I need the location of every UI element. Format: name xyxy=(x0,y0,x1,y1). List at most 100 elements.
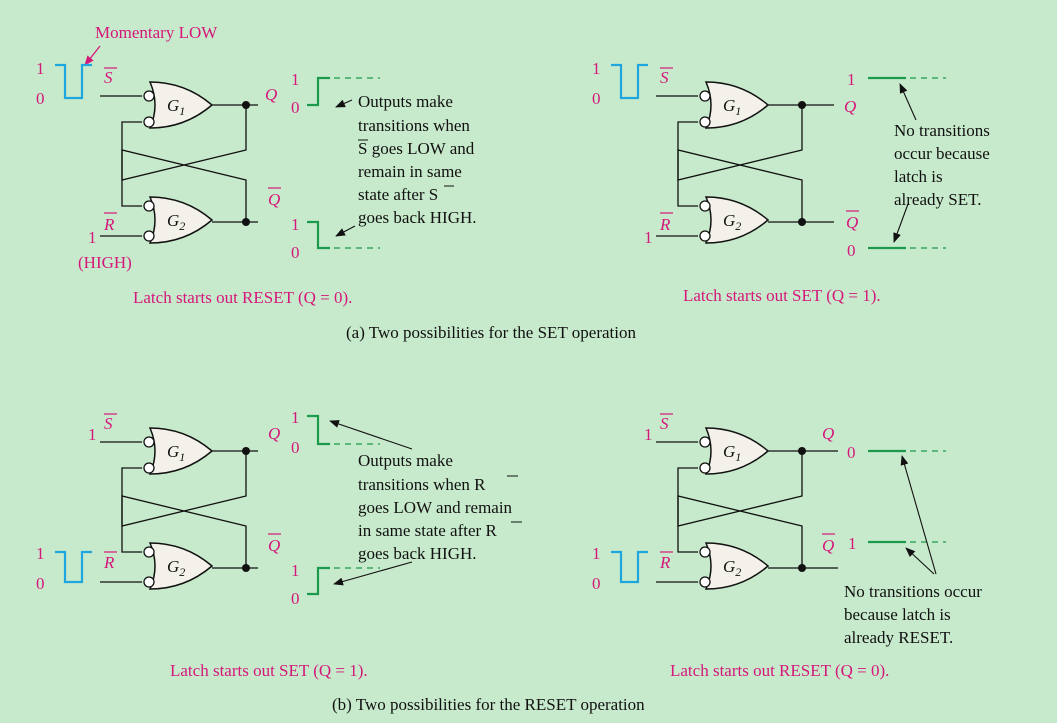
g2-label: G2 xyxy=(723,211,741,233)
s-level-1: 1 xyxy=(88,425,97,444)
s-input-label: S xyxy=(660,68,669,87)
s-input-label: S xyxy=(104,414,113,433)
g2-bubble-top xyxy=(699,200,711,212)
gate-g2 xyxy=(704,196,770,244)
annotation-text: Outputs make transitions when S goes LOW… xyxy=(358,92,479,227)
g2-bubble-top xyxy=(699,546,711,558)
momentary-low-arrow xyxy=(84,45,101,66)
annotation-arrow-qbar xyxy=(333,561,413,586)
g2-bubble-bottom xyxy=(143,230,155,242)
q-transition-waveform xyxy=(307,76,330,107)
gate-g1 xyxy=(704,427,770,475)
s-level-1: 1 xyxy=(36,59,45,78)
r-input-label: R xyxy=(659,215,671,234)
s-level-1: 1 xyxy=(644,425,653,444)
qbar-level-1: 1 xyxy=(291,215,300,234)
q-output-label: Q xyxy=(265,85,277,104)
g1-bubble-top xyxy=(143,436,155,448)
qbar-output-label: Q xyxy=(268,536,280,555)
annotation-text: No transitions occur because latch is al… xyxy=(894,121,994,209)
qbar-junction-dot xyxy=(798,564,806,572)
gate-g1 xyxy=(148,81,214,129)
g1-bubble-top xyxy=(699,436,711,448)
q-level-1: 1 xyxy=(291,408,300,427)
q-level-0: 0 xyxy=(847,443,856,462)
annotation-arrow-qbar xyxy=(893,203,909,243)
panel-b-left: S 1 G1 Q 1 0 G2 Q 1 0 1 0 R xyxy=(36,408,522,680)
qbar-junction-dot xyxy=(242,218,250,226)
q-level-0: 0 xyxy=(291,438,300,457)
annotation-text: Outputs make transitions when R goes LOW… xyxy=(358,451,516,563)
caption-b-left: Latch starts out SET (Q = 1). xyxy=(170,661,368,680)
r-level-0: 0 xyxy=(36,574,45,593)
r-level-1: 1 xyxy=(644,228,653,247)
cross-wire-qbar xyxy=(121,495,247,568)
cross-wire-qbar xyxy=(677,495,803,568)
section-title-b: (b) Two possibilities for the RESET oper… xyxy=(332,695,645,714)
caption-b-right: Latch starts out RESET (Q = 0). xyxy=(670,661,889,680)
annotation-arrow-q xyxy=(335,99,353,108)
g2-bubble-bottom xyxy=(699,576,711,588)
s-pulse-waveform xyxy=(611,63,648,100)
g2-label: G2 xyxy=(167,557,185,579)
g2-bubble-bottom xyxy=(699,230,711,242)
g1-label: G1 xyxy=(167,442,185,464)
r-pulse-waveform xyxy=(55,550,92,584)
momentary-low-label: Momentary LOW xyxy=(95,23,218,42)
annotation-text: No transitions occur because latch is al… xyxy=(844,582,986,647)
gate-g2 xyxy=(704,542,770,590)
qbar-level-0: 0 xyxy=(291,243,300,262)
annotation-arrow-qbar xyxy=(335,225,356,237)
s-level-1: 1 xyxy=(592,59,601,78)
r-pulse-waveform xyxy=(611,550,648,584)
qbar-junction-dot xyxy=(242,564,250,572)
r-level-0: 0 xyxy=(592,574,601,593)
gate-g1 xyxy=(148,427,214,475)
r-input-label: R xyxy=(103,553,115,572)
qbar-level-1: 1 xyxy=(848,534,857,553)
s-level-0: 0 xyxy=(592,89,601,108)
qbar-level-1: 1 xyxy=(291,561,300,580)
q-output-label: Q xyxy=(822,424,834,443)
annotation-arrow-q xyxy=(329,420,413,450)
g2-label: G2 xyxy=(167,211,185,233)
qbar-output-label: Q xyxy=(268,190,280,209)
g1-bubble-bottom xyxy=(699,116,711,128)
qbar-transition-waveform xyxy=(307,220,330,250)
g2-label: G2 xyxy=(723,557,741,579)
s-input-label: S xyxy=(660,414,669,433)
g1-label: G1 xyxy=(723,96,741,118)
high-label: (HIGH) xyxy=(78,253,132,272)
qbar-level-0: 0 xyxy=(291,589,300,608)
g2-bubble-bottom xyxy=(143,576,155,588)
q-output-label: Q xyxy=(268,424,280,443)
cross-wire-qbar xyxy=(121,149,247,222)
caption-a-right: Latch starts out SET (Q = 1). xyxy=(683,286,881,305)
s-pulse-waveform xyxy=(55,63,92,100)
qbar-output-label: Q xyxy=(846,213,858,232)
caption-a-left: Latch starts out RESET (Q = 0). xyxy=(133,288,352,307)
g1-bubble-bottom xyxy=(143,116,155,128)
s-input-label: S xyxy=(104,68,113,87)
r-level-1: 1 xyxy=(36,544,45,563)
cross-wire-qbar xyxy=(677,149,803,222)
panel-b-right: S 1 G1 Q 0 G2 Q 1 1 0 R No tr xyxy=(592,413,986,680)
q-transition-waveform xyxy=(307,414,330,446)
g1-bubble-top xyxy=(143,90,155,102)
annotation-arrow-qbar xyxy=(905,547,935,575)
g1-bubble-top xyxy=(699,90,711,102)
gate-g2 xyxy=(148,542,214,590)
q-level-0: 0 xyxy=(291,98,300,117)
panel-a-left: Momentary LOW 1 0 S G1 Q 1 0 G2 Q 1 0 R xyxy=(36,23,479,307)
q-level-1: 1 xyxy=(847,70,856,89)
qbar-junction-dot xyxy=(798,218,806,226)
qbar-transition-waveform xyxy=(307,566,330,596)
g1-bubble-bottom xyxy=(699,462,711,474)
g2-bubble-top xyxy=(143,200,155,212)
gate-g2 xyxy=(148,196,214,244)
g1-bubble-bottom xyxy=(143,462,155,474)
panel-a-right: 1 0 S G1 Q 1 G2 Q 0 R 1 No tr xyxy=(592,59,994,305)
qbar-level-0: 0 xyxy=(847,241,856,260)
q-output-label: Q xyxy=(844,97,856,116)
